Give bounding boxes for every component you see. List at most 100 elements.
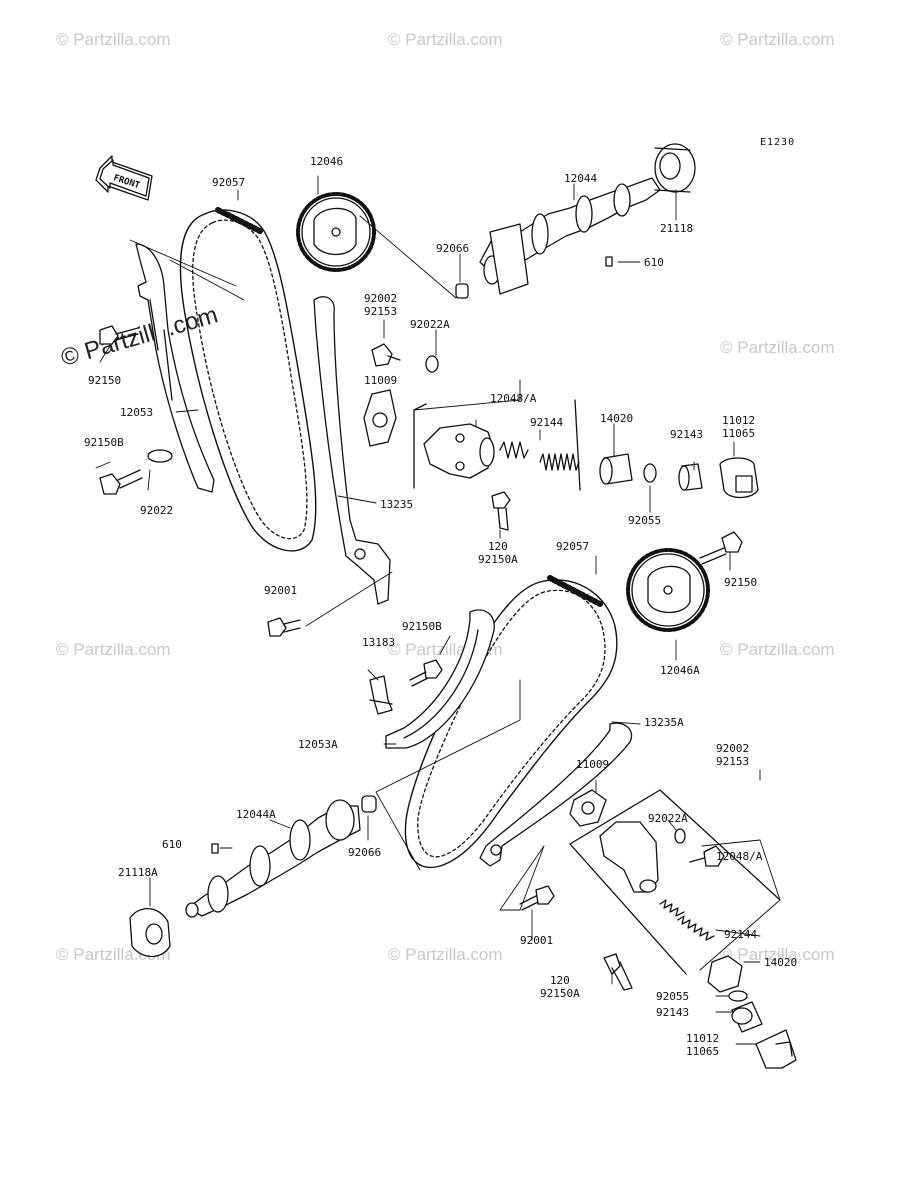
- tensioner-guide-13235A: [479, 722, 633, 867]
- washer-92022A-lower: [674, 828, 686, 844]
- watermark: © Partzilla.com: [388, 30, 503, 49]
- part-label: 92143: [670, 428, 704, 441]
- part-label: 13235A: [644, 716, 684, 729]
- watermark: © Partzilla.com: [720, 945, 835, 964]
- part-label: 92002 92153: [364, 292, 398, 318]
- bolt-92150A: [491, 491, 511, 531]
- part-label: 92022: [140, 504, 174, 517]
- part-label: 92055: [656, 990, 690, 1003]
- part-label: 92055: [628, 514, 662, 527]
- part-label: 92150B: [84, 436, 124, 449]
- watermark: © Partzilla.com: [388, 945, 503, 964]
- bolt-92001-lower: [519, 885, 555, 911]
- o-ring-92055: [643, 463, 657, 483]
- part-label: 12053: [120, 406, 154, 419]
- chain-guide-12053A: [385, 609, 495, 749]
- bolt-92002: [371, 343, 401, 367]
- bolt-92150A-lower: [603, 953, 633, 991]
- part-label: 12046: [310, 155, 344, 168]
- part-label: 92001: [520, 934, 554, 947]
- camshaft-12044A: [185, 799, 361, 918]
- part-label: 13183: [362, 636, 396, 649]
- part-label: 92143: [656, 1006, 690, 1019]
- bolt-92150-lower: [699, 531, 743, 565]
- part-label: 12044A: [236, 808, 276, 821]
- bolt-92150B: [99, 469, 143, 495]
- bolt-92001: [267, 617, 301, 637]
- upper-cam-chain: [179, 207, 317, 552]
- gasket-11009: [363, 389, 397, 447]
- part-label: 92022A: [648, 812, 688, 825]
- dowel-pin-610-lower: [211, 843, 219, 854]
- part-label: 11012 11065: [686, 1032, 720, 1058]
- part-label: 92002 92153: [716, 742, 750, 768]
- rotor-21118A: [129, 908, 171, 958]
- cap-14020-lower: [707, 955, 743, 993]
- watermark: © Partzilla.com: [720, 338, 835, 357]
- part-label: 21118: [660, 222, 694, 235]
- part-label: 92066: [348, 846, 382, 859]
- part-label: 12046A: [660, 664, 700, 677]
- watermark: © Partzilla.com: [720, 30, 835, 49]
- bolt-92002-lower: [689, 845, 725, 867]
- o-ring-92055-lower: [728, 990, 748, 1002]
- bracket-13183: [369, 675, 393, 715]
- collar-92143-lower: [731, 1001, 763, 1033]
- spring-92144: [499, 441, 580, 471]
- part-label: 21118A: [118, 866, 158, 879]
- cap-11012: [719, 457, 759, 499]
- part-label: 92001: [264, 584, 298, 597]
- part-label: 92150: [724, 576, 758, 589]
- cam-sprocket-12046: [296, 192, 376, 272]
- front-arrow-icon: FRONT: [95, 155, 153, 201]
- part-label: 610: [644, 256, 664, 269]
- part-label: 12048/A: [716, 850, 763, 863]
- part-label: 11009: [364, 374, 398, 387]
- dowel-pin-610: [605, 256, 613, 267]
- tensioner-assembly-12048-lower: [569, 789, 781, 975]
- tensioner-guide-13235: [313, 296, 391, 605]
- part-label: 92150B: [402, 620, 442, 633]
- cam-sprocket-12046A: [626, 548, 710, 632]
- part-label: 120 92150A: [478, 540, 518, 566]
- diagram-code: E1230: [760, 137, 796, 148]
- gasket-11009-lower: [569, 789, 607, 827]
- part-label: 92066: [436, 242, 470, 255]
- part-label: 92150: [88, 374, 122, 387]
- bushing-92066-lower: [361, 795, 377, 813]
- part-label: 92022A: [410, 318, 450, 331]
- rotor-21118: [654, 143, 696, 193]
- part-label: 14020: [600, 412, 634, 425]
- part-label: 11012 11065: [722, 414, 756, 440]
- bushing-92066: [455, 283, 469, 299]
- part-label: 13235: [380, 498, 414, 511]
- washer-92022A: [425, 355, 439, 373]
- watermark: © Partzilla.com: [56, 30, 171, 49]
- bolt-92150B-lower: [409, 659, 443, 687]
- part-label: 610: [162, 838, 182, 851]
- part-label: 92057: [212, 176, 246, 189]
- bolt-92150: [99, 325, 139, 345]
- part-label: 12048/A: [490, 392, 537, 405]
- part-label: 14020: [764, 956, 798, 969]
- camshaft-12044: [479, 177, 661, 295]
- leader-lines-upper: [95, 175, 735, 627]
- part-label: 92057: [556, 540, 590, 553]
- part-label: 120 92150A: [540, 974, 580, 1000]
- part-label: 12044: [564, 172, 598, 185]
- collar-92143: [678, 463, 703, 491]
- chain-guide-12053: [135, 243, 215, 493]
- spring-92144-lower: [659, 899, 715, 941]
- washer-92022: [147, 449, 173, 463]
- part-label: 11009: [576, 758, 610, 771]
- tensioner-assembly-12048: [413, 399, 581, 491]
- cap-14020: [599, 453, 633, 485]
- watermark: © Partzilla.com: [720, 640, 835, 659]
- part-label: 92144: [724, 928, 758, 941]
- cap-11012-lower: [755, 1029, 797, 1069]
- watermark: © Partzilla.com: [56, 640, 171, 659]
- part-label: 92144: [530, 416, 564, 429]
- leader-lines-lower: [149, 551, 781, 1045]
